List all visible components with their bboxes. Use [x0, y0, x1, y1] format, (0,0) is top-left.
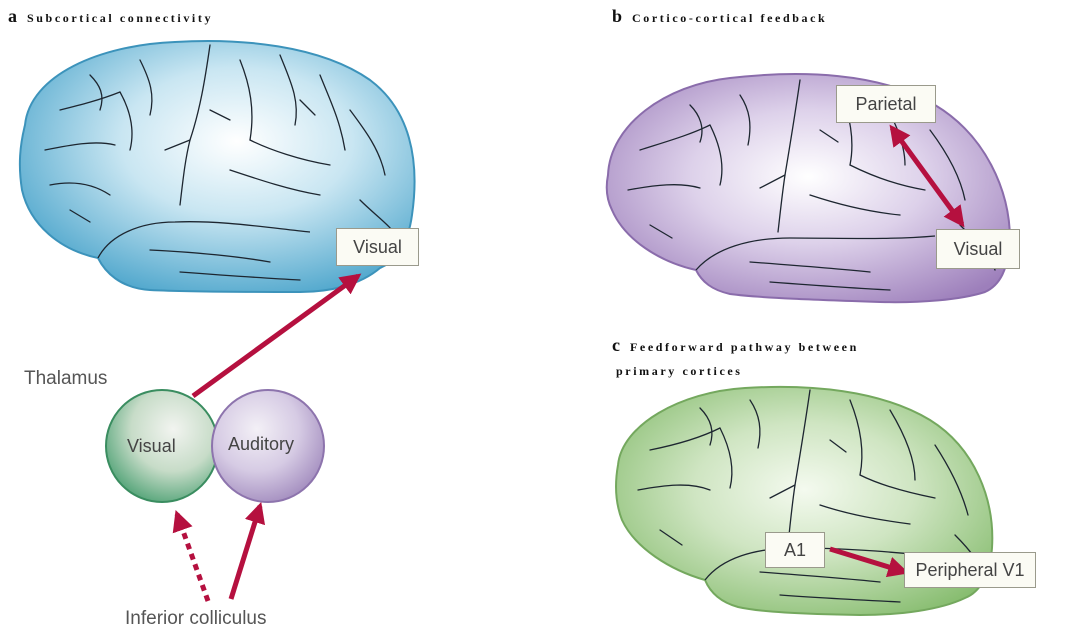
panel-c-title-line2: primary cortices [616, 364, 743, 378]
thalamus-label: Thalamus [24, 368, 107, 390]
panel-c-letter: c [612, 335, 620, 355]
panel-c-heading: c Feedforward pathway between primary cor… [612, 333, 859, 383]
panel-a-letter: a [8, 6, 17, 26]
colliculus-to-visual-dashed-arrow [177, 514, 208, 601]
panel-b-letter: b [612, 6, 622, 26]
inferior-colliculus-label: Inferior colliculus [125, 608, 267, 630]
thalamus-visual-label: Visual [127, 436, 176, 457]
visual-label-b: Visual [936, 229, 1020, 269]
panel-c-title-line1: Feedforward pathway between [630, 340, 859, 354]
panel-a-title: Subcortical connectivity [27, 11, 213, 25]
thalamus-auditory-label: Auditory [228, 434, 294, 455]
peripheral-v1-label: Peripheral V1 [904, 552, 1036, 588]
colliculus-to-auditory-arrow [231, 506, 260, 599]
a1-label: A1 [765, 532, 825, 568]
panel-a-heading: a Subcortical connectivity [8, 6, 213, 27]
panel-b-heading: b Cortico-cortical feedback [612, 6, 827, 27]
parietal-label: Parietal [836, 85, 936, 123]
panel-b-title: Cortico-cortical feedback [632, 11, 827, 25]
thalamus-to-visual-cortex-arrow [193, 276, 358, 396]
visual-cortex-label: Visual [336, 228, 419, 266]
